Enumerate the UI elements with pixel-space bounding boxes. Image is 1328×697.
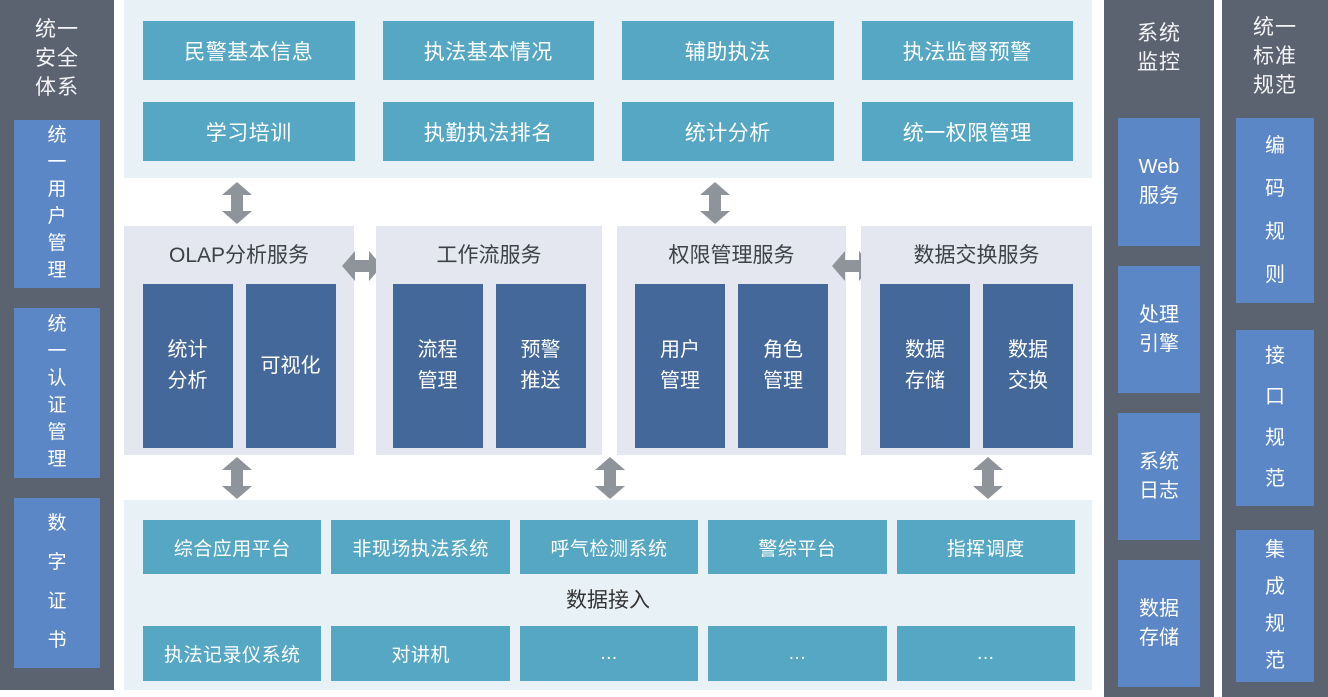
service-item-role-management: 角色 管理 <box>738 284 828 448</box>
security-sidebar-title: 统一 安全 体系 <box>35 18 79 99</box>
double-arrow-vertical-icon <box>222 182 252 224</box>
access-box-integrated-app-platform: 综合应用平台 <box>143 520 322 574</box>
monitor-item-processing-engine: 处理 引擎 <box>1118 266 1200 393</box>
monitor-item-system-log: 系统 日志 <box>1118 413 1200 540</box>
standard-item-interface-spec: 接 口 规 范 <box>1236 330 1314 506</box>
service-group-olap: OLAP分析服务 统计 分析 可视化 <box>124 226 354 455</box>
access-box-ellipsis: ... <box>896 626 1075 681</box>
security-item-digital-certificate: 数 字 证 书 <box>14 498 100 668</box>
access-box-walkie-talkie: 对讲机 <box>331 626 510 681</box>
monitor-sidebar-title: 系统 监控 <box>1137 22 1181 74</box>
access-box-offsite-enforcement-system: 非现场执法系统 <box>331 520 510 574</box>
standard-sidebar-title: 统一 标准 规范 <box>1253 16 1297 97</box>
standard-sidebar: 统一 标准 规范 编 码 规 则 接 口 规 范 集 成 规 范 <box>1222 0 1328 697</box>
service-item-data-exchange: 数据 交换 <box>983 284 1073 448</box>
app-box-learning-training: 学习培训 <box>143 102 355 161</box>
service-group-title: 权限管理服务 <box>668 244 795 267</box>
access-box-ellipsis: ... <box>519 626 699 681</box>
app-box-police-basic-info: 民警基本信息 <box>143 21 355 80</box>
service-item-data-storage: 数据 存储 <box>880 284 970 448</box>
service-item-process-management: 流程 管理 <box>392 284 483 448</box>
data-access-panel: 综合应用平台 非现场执法系统 呼气检测系统 警综平台 指挥调度 数据接入 执法记… <box>124 500 1092 690</box>
data-access-row-bottom: 执法记录仪系统 对讲机 ... ... ... <box>143 626 1075 681</box>
service-group-title: OLAP分析服务 <box>168 244 310 267</box>
double-arrow-vertical-icon <box>700 182 730 224</box>
monitor-sidebar: 系统 监控 Web 服务 处理 引擎 系统 日志 数据 存储 <box>1104 0 1214 697</box>
double-arrow-vertical-icon <box>973 457 1003 499</box>
app-box-statistical-analysis: 统计分析 <box>622 102 834 161</box>
service-group-permission: 权限管理服务 用户 管理 角色 管理 <box>617 226 846 455</box>
service-item-warning-push: 预警 推送 <box>495 284 586 448</box>
data-access-label: 数据接入 <box>566 589 650 612</box>
security-item-user-management: 统 一 用 户 管 理 <box>14 120 100 288</box>
monitor-item-data-storage: 数据 存储 <box>1118 560 1200 687</box>
data-access-row-top: 综合应用平台 非现场执法系统 呼气检测系统 警综平台 指挥调度 <box>143 520 1075 574</box>
app-box-assisted-enforcement: 辅助执法 <box>622 21 834 80</box>
service-group-title: 数据交换服务 <box>913 244 1040 267</box>
service-group-title: 工作流服务 <box>436 244 542 267</box>
service-item-user-management: 用户 管理 <box>635 284 725 448</box>
monitor-item-web-service: Web 服务 <box>1118 118 1200 246</box>
service-group-data-exchange: 数据交换服务 数据 存储 数据 交换 <box>861 226 1092 455</box>
service-group-workflow: 工作流服务 流程 管理 预警 推送 <box>376 226 602 455</box>
security-item-auth-management: 统 一 认 证 管 理 <box>14 308 100 478</box>
service-item-visualization: 可视化 <box>245 284 336 448</box>
access-box-ellipsis: ... <box>708 626 887 681</box>
service-item-statistical-analysis: 统计 分析 <box>142 284 233 448</box>
access-box-breath-test-system: 呼气检测系统 <box>519 520 699 574</box>
app-box-permission-management: 统一权限管理 <box>861 102 1073 161</box>
application-panel: 民警基本信息 执法基本情况 辅助执法 执法监督预警 学习培训 执勤执法排名 统计… <box>124 0 1092 178</box>
double-arrow-vertical-icon <box>595 457 625 499</box>
app-box-law-enforcement-basics: 执法基本情况 <box>382 21 594 80</box>
access-box-command-dispatch: 指挥调度 <box>896 520 1075 574</box>
security-sidebar: 统一 安全 体系 统 一 用 户 管 理 统 一 认 证 管 理 数 字 证 书 <box>0 0 114 690</box>
standard-item-coding-rules: 编 码 规 则 <box>1236 118 1314 303</box>
access-box-body-camera-system: 执法记录仪系统 <box>143 626 322 681</box>
double-arrow-vertical-icon <box>222 457 252 499</box>
standard-item-integration-spec: 集 成 规 范 <box>1236 530 1314 682</box>
app-box-supervision-warning: 执法监督预警 <box>861 21 1073 80</box>
app-box-duty-ranking: 执勤执法排名 <box>382 102 594 161</box>
access-box-police-platform: 警综平台 <box>708 520 887 574</box>
